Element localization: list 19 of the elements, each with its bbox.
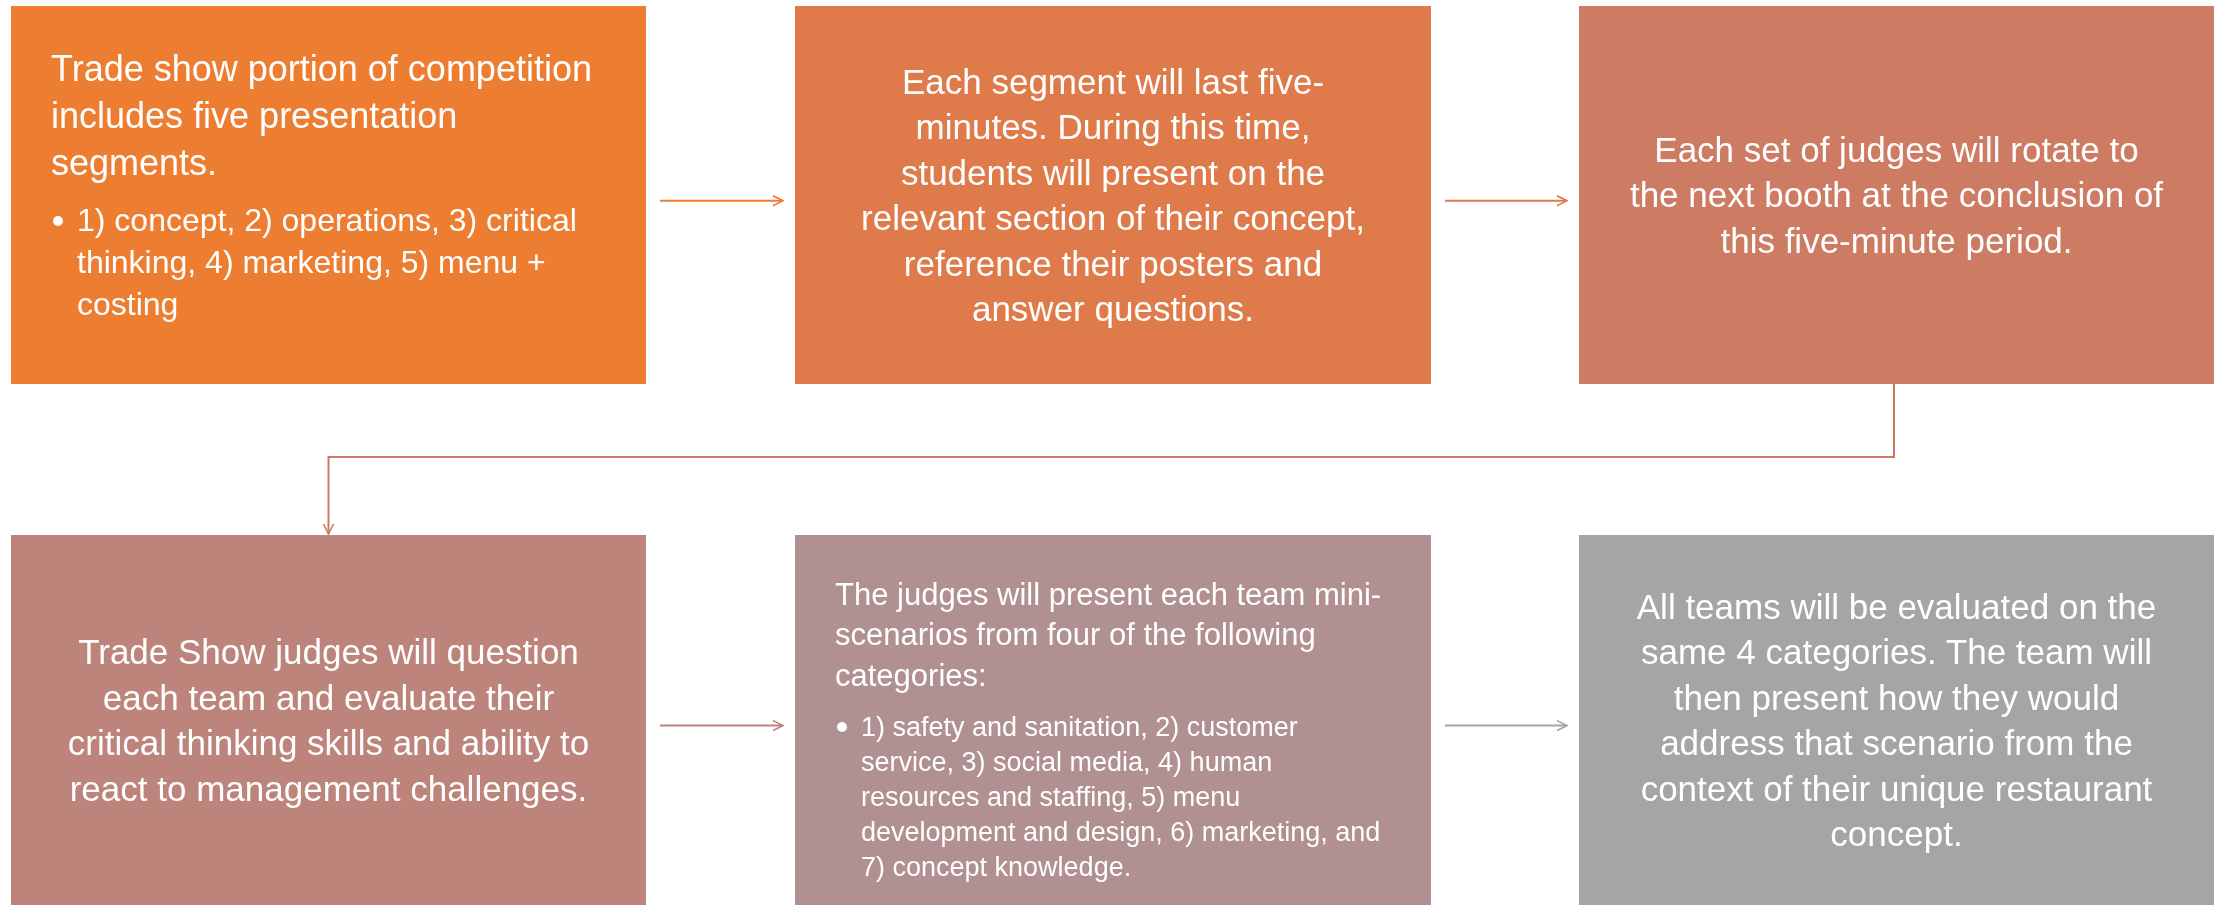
process-box — [795, 6, 1431, 384]
process-box — [795, 535, 1431, 905]
process-box — [11, 6, 646, 384]
box-text: Each set of judges will rotate to the next booth at the conclusion of this five-minute period. — [1629, 128, 2164, 262]
box-text: All teams will be evaluated on the same 4 categories. The team will then present how they would address that scenario from the context of their unique restaurant concept. — [1635, 585, 2158, 855]
arrow — [1444, 719, 1568, 732]
arrow — [1444, 194, 1568, 207]
box-heading: The judges will present each team mini-scenarios from four of the following categories: — [835, 576, 1383, 695]
bullet-text: 1) concept, 2) operations, 3) critical thinking, 4) marketing, 5) menu + costing — [77, 202, 577, 322]
process-box — [1579, 6, 2214, 384]
bullet-text: 1) safety and sanitation, 2) customer service, 3) social media, 4) human resources and staffing, 5) menu development and design, 6) marketing, and 7) concept knowledge. — [861, 711, 1381, 883]
arrow — [659, 194, 784, 207]
box-text: Each segment will last five-minutes. During this time, students will present on the relevant section of their concept, reference their posters and answer questions. — [860, 60, 1366, 330]
arrow — [659, 719, 784, 732]
process-box — [11, 535, 646, 905]
process-box — [1579, 535, 2214, 905]
box-heading: Trade show portion of competition includes five presentation segments. — [51, 47, 593, 185]
arrow — [322, 383, 1895, 535]
box-text: Trade Show judges will question each team and evaluate their critical thinking skills and ability to react to management challenges. — [66, 631, 591, 810]
